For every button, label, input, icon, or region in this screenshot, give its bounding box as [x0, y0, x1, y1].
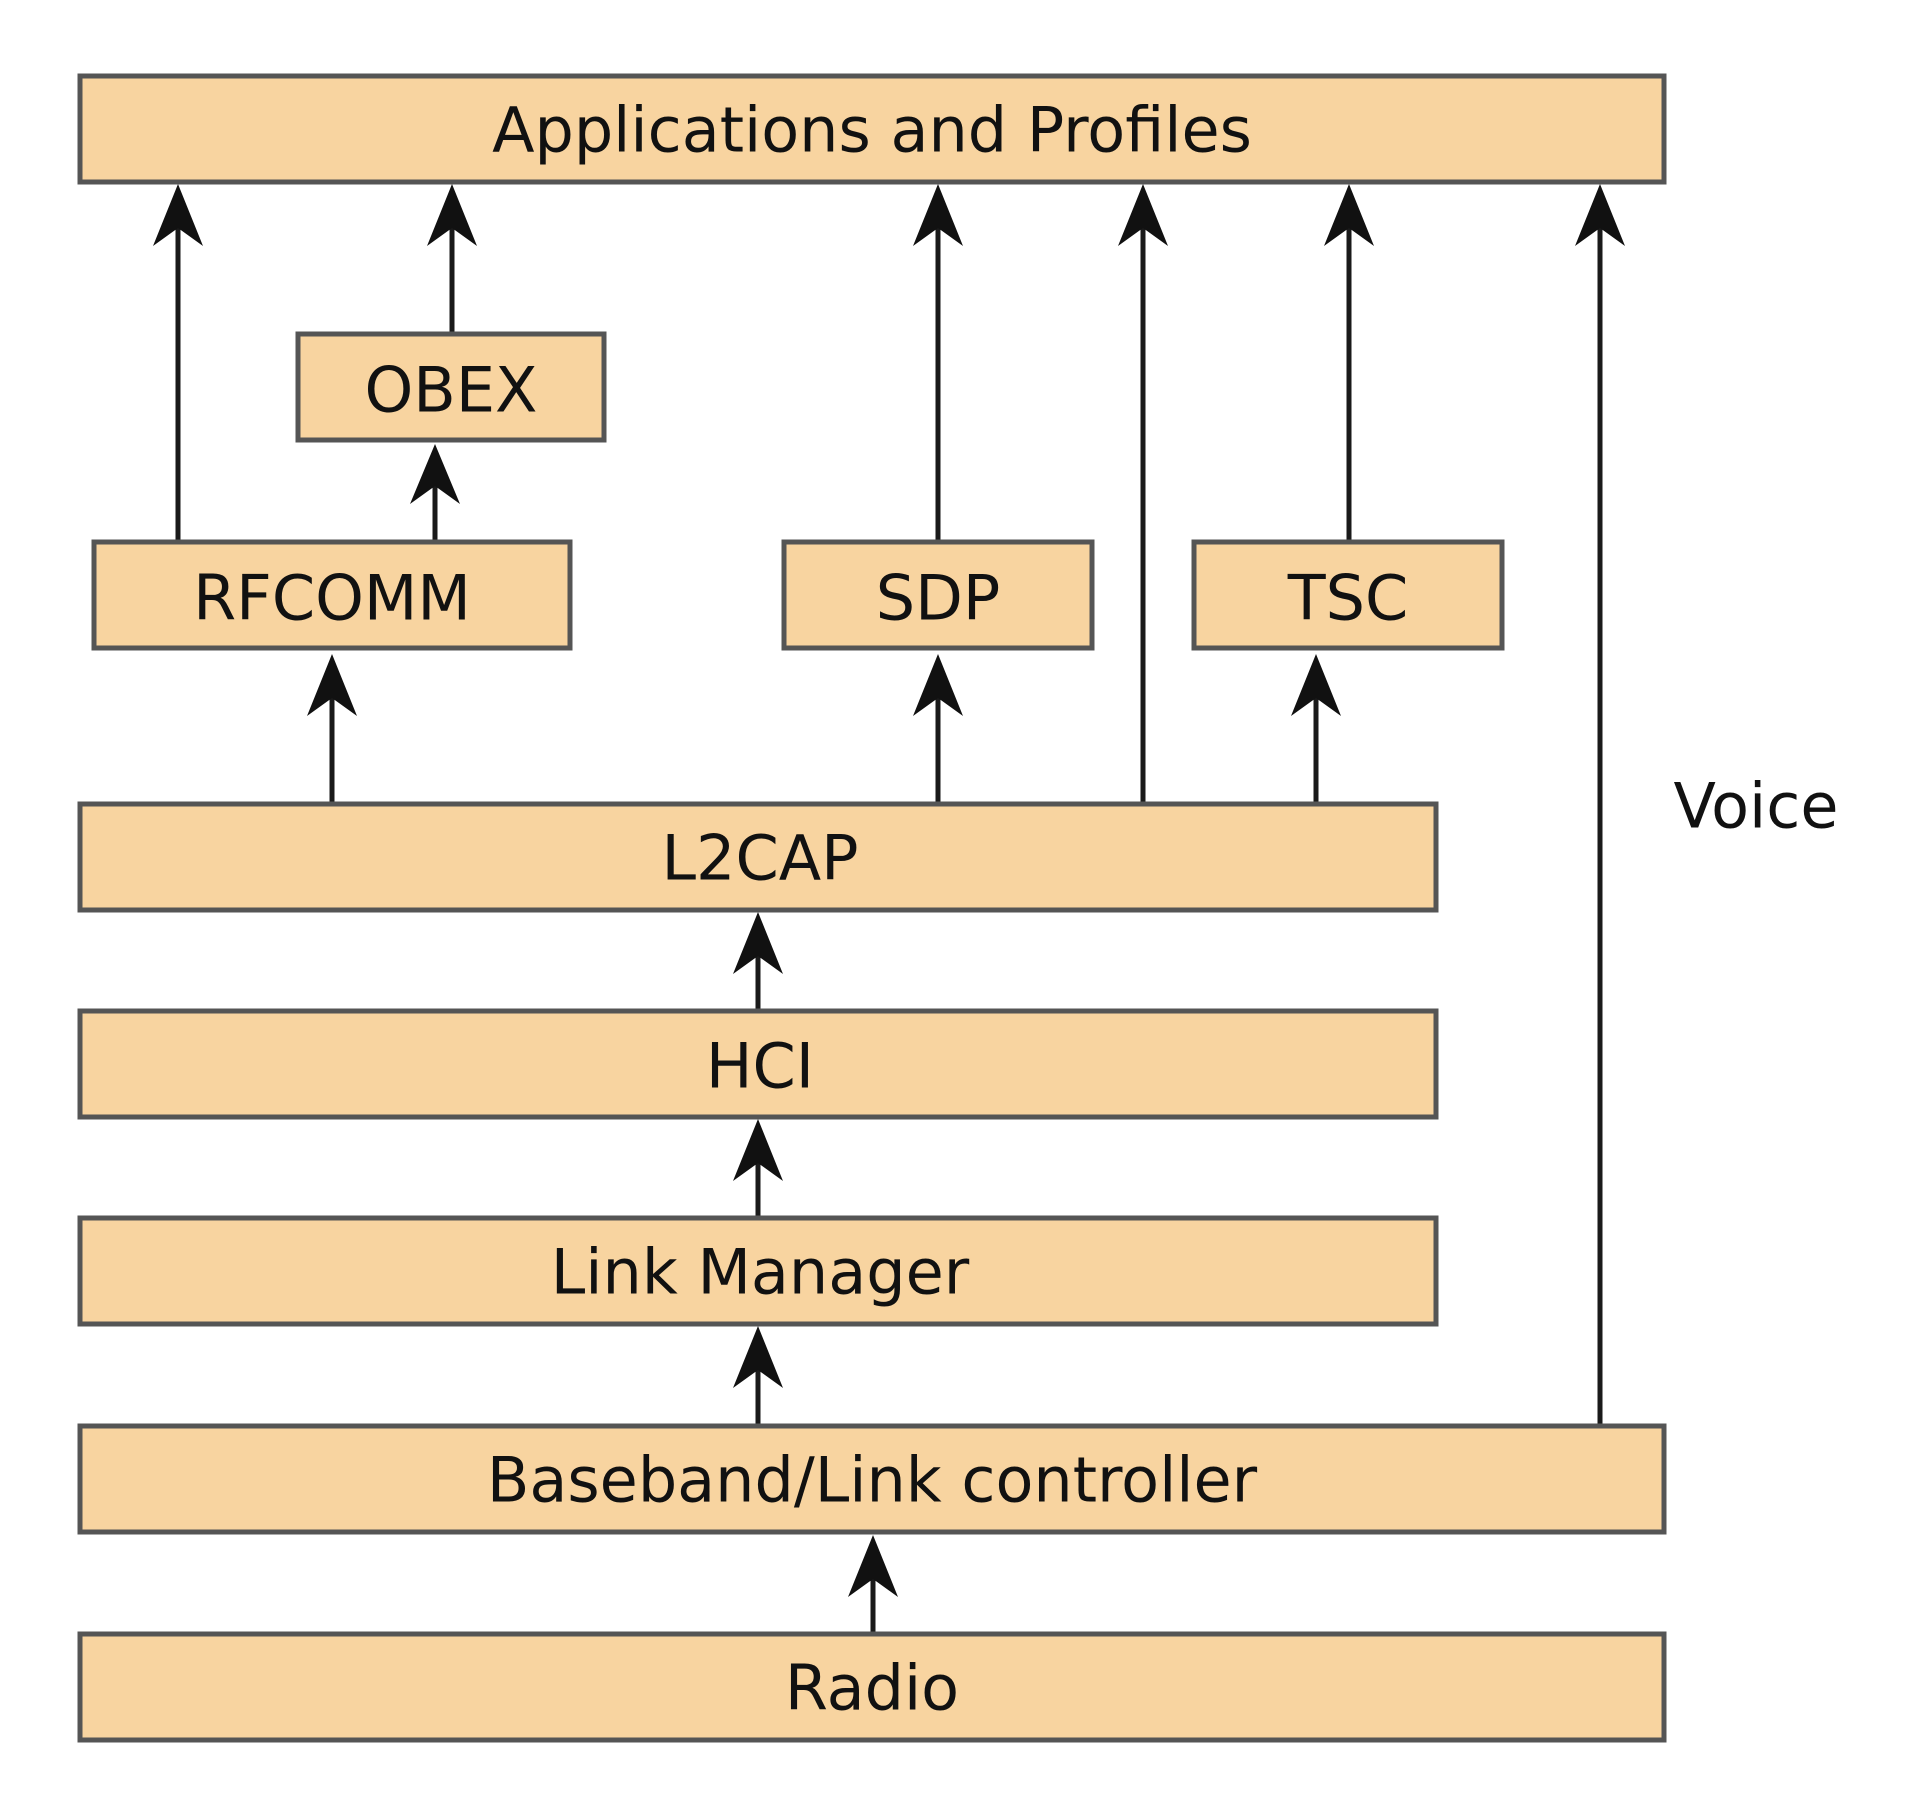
block-baseband-link-controller: Baseband/Link controller: [77, 1423, 1667, 1535]
block-obex: OBEX: [295, 331, 607, 443]
arrows: [153, 184, 1625, 1634]
block-l2cap: L2CAP: [77, 801, 1439, 913]
arrow-rfcomm-to-applications: [153, 184, 203, 542]
block-label: RFCOMM: [193, 562, 471, 635]
block-link-manager: Link Manager: [77, 1215, 1439, 1327]
block-label: L2CAP: [661, 822, 858, 895]
block-label: SDP: [876, 562, 1000, 635]
arrow-l2cap-to-tsc: [1291, 654, 1341, 804]
arrow-voice-baseband-to-applications: [1575, 184, 1625, 1426]
block-tsc: TSC: [1191, 539, 1505, 651]
arrow-link-manager-to-hci: [733, 1119, 783, 1218]
arrow-obex-to-applications: [427, 184, 477, 334]
block-label: Applications and Profiles: [492, 94, 1252, 167]
block-label: OBEX: [365, 354, 538, 427]
block-label: HCI: [706, 1030, 814, 1103]
block-hci: HCI: [77, 1008, 1439, 1120]
block-radio: Radio: [77, 1631, 1667, 1743]
arrow-rfcomm-to-obex: [410, 444, 460, 542]
arrow-l2cap-to-rfcomm: [307, 654, 357, 804]
block-label: Radio: [785, 1652, 959, 1725]
arrow-l2cap-to-sdp: [913, 654, 963, 804]
arrow-sdp-to-applications: [913, 184, 963, 542]
block-label: Baseband/Link controller: [487, 1444, 1258, 1517]
block-rfcomm: RFCOMM: [91, 539, 573, 651]
block-label: Link Manager: [551, 1236, 970, 1309]
arrow-l2cap-to-applications: [1118, 184, 1168, 804]
arrow-radio-to-baseband: [848, 1535, 898, 1634]
arrow-baseband-to-link-manager: [733, 1326, 783, 1426]
block-sdp: SDP: [781, 539, 1095, 651]
arrow-tsc-to-applications: [1324, 184, 1374, 542]
block-label: TSC: [1287, 562, 1409, 635]
block-applications-and-profiles: Applications and Profiles: [77, 73, 1667, 185]
arrow-hci-to-l2cap: [733, 912, 783, 1011]
voice-label: Voice: [1674, 770, 1839, 843]
